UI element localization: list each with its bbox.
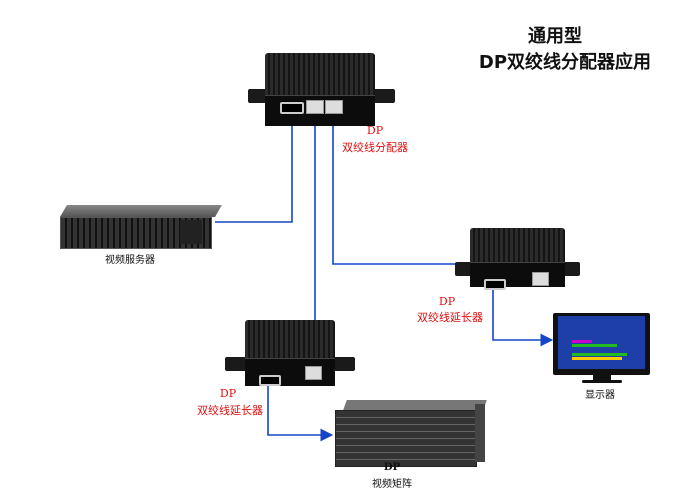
- right-extender-to-monitor-link: [492, 290, 554, 347]
- matrix-dp-label: DP: [383, 462, 401, 473]
- title-line1: 通用型: [528, 26, 582, 47]
- monitor-label: 显示器: [585, 390, 615, 401]
- extender-right-name-label: 双绞线延长器: [417, 311, 483, 324]
- extender-right-dp-label: DP: [438, 295, 456, 308]
- left-extender-to-matrix-link: [267, 385, 334, 442]
- matrix-name-label: 视频矩阵: [372, 479, 412, 490]
- splitter-name-label: 双绞线分配器: [342, 141, 408, 154]
- extender-left-name-label: 双绞线延长器: [197, 404, 263, 417]
- server-label: 视频服务器: [105, 255, 155, 266]
- splitter-dp-label: DP: [366, 124, 384, 137]
- server-to-splitter-link: [215, 112, 299, 223]
- title-line2: DP双绞线分配器应用: [478, 52, 652, 73]
- extender-left-dp-label: DP: [219, 387, 237, 400]
